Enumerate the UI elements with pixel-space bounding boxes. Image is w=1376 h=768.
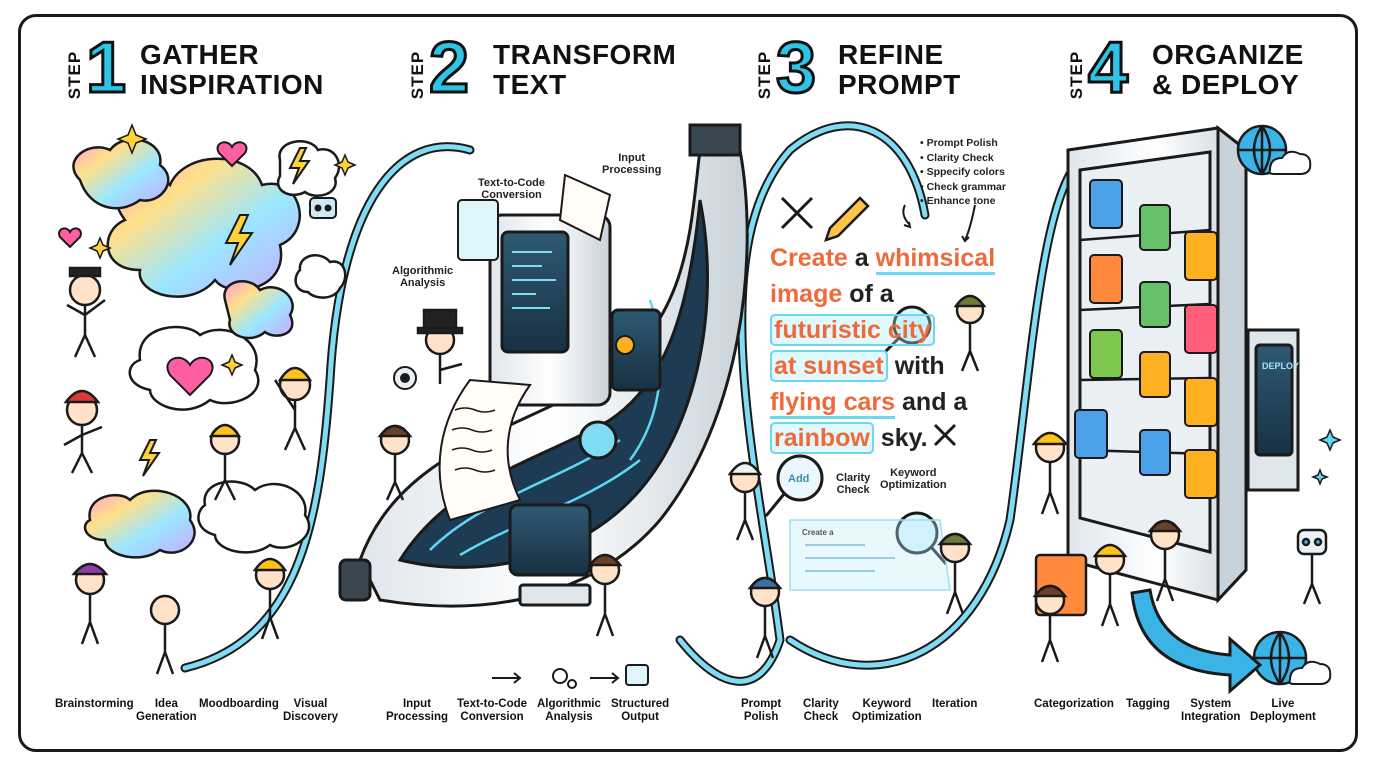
step1-people [63,266,313,675]
folder-cards [1074,179,1218,499]
label-iteration: Iteration [932,698,978,710]
label-brainstorming: Brainstorming [55,698,134,710]
step-3-word: STEP [755,50,774,100]
step-2-word: STEP [408,50,427,100]
deploy-arrow [1130,588,1263,695]
checklist-item: • Clarity Check [920,151,994,164]
heart-icon [58,141,248,397]
gear-icon [393,335,635,390]
label-categorization: Categorization [1034,698,1114,710]
sparkle-icon [1310,428,1342,487]
step-4-title: ORGANIZE& DEPLOY [1152,39,1304,100]
wrench-icon [780,196,957,447]
step-2-number: 2 [427,28,470,108]
label-tagging: Tagging [1126,698,1170,710]
pencil-icon [824,196,870,242]
checklist-item: • Enhance tone [920,195,996,207]
flow-ribbon [180,121,1085,686]
deploy-panel-label: DEPLOY [1262,361,1300,371]
sparkle-icon [88,122,357,377]
step2-flow-icons [492,664,649,689]
step-3-number: 3 [774,28,817,108]
add-bubble-label: Add [788,473,810,485]
example-prompt: Create a whimsical image of a futuristic… [770,244,996,454]
step-1-word: STEP [65,50,84,100]
cloud-icon [1268,150,1332,685]
step2-people [377,308,623,637]
mini-doc-title: Create a [802,528,834,537]
paper-scroll [438,173,612,522]
lightning-icon [138,147,311,477]
label-moodboarding: Moodboarding [199,698,279,710]
step3-doc [789,519,951,591]
checklist-item: • Check grammar [920,180,1006,193]
step3-people [727,294,987,659]
step-4-word: STEP [1067,50,1086,100]
step-4-number: 4 [1086,28,1129,108]
step4-people [1031,431,1328,663]
step1-clouds [72,138,347,559]
computer-console [488,213,662,607]
magnifier-icon [764,305,948,565]
robot-icon [309,197,337,219]
step-1-number: 1 [84,28,127,108]
checklist-item: • Sppecify colors [920,166,1005,178]
refine-checklist: • Prompt Polish • Clarity Check • Sppeci… [920,136,1006,209]
step3-arrows [902,204,976,243]
checklist-item: • Prompt Polish [920,137,998,149]
